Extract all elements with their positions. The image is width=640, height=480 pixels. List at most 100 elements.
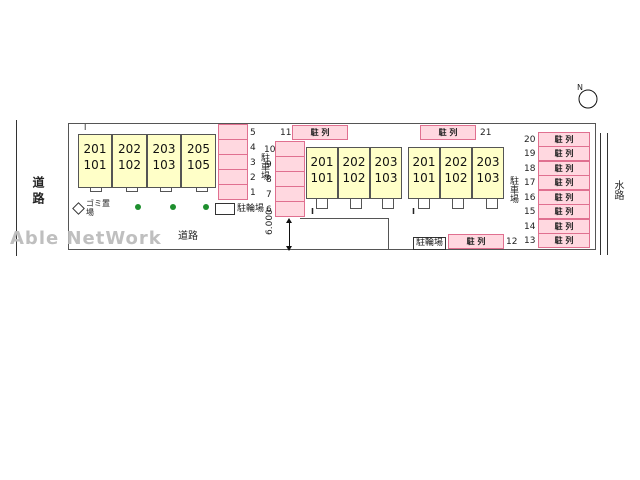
parking-number: 1: [250, 188, 256, 198]
door-tab: [160, 188, 172, 192]
unit-a-4-bottom: 105: [187, 158, 210, 173]
parking-space: [275, 171, 305, 187]
unit-b-3-top: 203: [374, 155, 398, 169]
parking-number: 6: [266, 205, 272, 215]
parking-number: 10: [264, 145, 276, 155]
parking-label-1: 駐車場: [259, 153, 269, 180]
unit-b-2-bottom: 102: [342, 171, 366, 186]
unit-c-1-bottom: 101: [412, 171, 436, 186]
parking-number: 3: [250, 158, 256, 168]
unit-c-3-bottom: 103: [476, 171, 500, 186]
parking-number: 18: [524, 164, 536, 174]
parking-number: 19: [524, 149, 536, 159]
parking-number: 2: [250, 173, 256, 183]
parking-number: 21: [480, 128, 492, 138]
road-label-bottom: 道路: [178, 231, 198, 242]
parking-number: 14: [524, 222, 536, 232]
building-a: 201 101 202 102 203 103 205 105: [78, 134, 216, 188]
parking-space: [275, 186, 305, 202]
unit-c-2-bottom: 102: [444, 171, 468, 186]
parking-number: 5: [250, 128, 256, 138]
parking-space: [218, 154, 248, 170]
door-tab: [350, 199, 362, 209]
bike-parking-box: [215, 203, 235, 215]
door-tab: [486, 199, 498, 209]
road-line-left: [16, 120, 17, 256]
parking-space-15: 駐 列: [538, 204, 590, 219]
parking-number: 13: [524, 236, 536, 246]
unit-a-3: 203 103: [147, 134, 181, 188]
parking-space: [218, 139, 248, 155]
bike-parking-label-left: 駐輪場: [237, 204, 265, 214]
parking-number: 15: [524, 207, 536, 217]
dimension-line: [289, 220, 290, 250]
entrance-marker: I: [412, 207, 415, 216]
unit-a-1-top: 201: [83, 142, 107, 156]
parking-space-12: 駐 列: [448, 234, 504, 249]
parking-label-2: 駐車場: [508, 176, 518, 203]
parking-space: [275, 156, 305, 172]
unit-b-2-top: 202: [342, 155, 366, 169]
parking-number: 16: [524, 193, 536, 203]
parking-col-2: [275, 141, 305, 218]
unit-a-3-bottom: 103: [152, 158, 176, 173]
parking-space-19: 駐 列: [538, 146, 590, 161]
door-tab: [126, 188, 138, 192]
entrance-marker: I: [84, 123, 87, 132]
bike-parking-label-right: 駐輪場: [413, 237, 447, 250]
door-tab: [418, 199, 430, 209]
unit-a-2: 202 102: [112, 134, 147, 188]
parking-space-20: 駐 列: [538, 132, 590, 147]
dimension-arrow-up-icon: [286, 218, 292, 223]
unit-a-1-bottom: 101: [83, 158, 107, 173]
parking-number: 12: [506, 237, 518, 247]
parking-number: 8: [266, 175, 272, 185]
door-tab: [316, 199, 328, 209]
north-arrow-icon: N: [576, 83, 600, 110]
unit-b-1-top: 201: [310, 155, 334, 169]
unit-c-1-top: 201: [412, 155, 436, 169]
dimension-arrow-down-icon: [286, 246, 292, 251]
unit-a-1: 201 101: [78, 134, 112, 188]
tree-icon: [135, 204, 141, 210]
unit-b-3-bottom: 103: [374, 171, 398, 186]
site-boundary: [68, 123, 596, 250]
parking-space: [275, 201, 305, 217]
parking-number: 17: [524, 178, 536, 188]
tree-icon: [170, 204, 176, 210]
building-b: 201 101 202 102 203 103: [306, 147, 402, 199]
road-label-left: 道路: [31, 176, 45, 208]
parking-space-11: 駐 列: [292, 125, 348, 140]
entrance-marker: I: [311, 207, 314, 216]
waterway-line-2: [607, 133, 608, 255]
trash-label: ゴミ置場: [86, 199, 110, 217]
unit-b-2: 202 102: [338, 147, 370, 199]
unit-b-3: 203 103: [370, 147, 402, 199]
waterway-label: 水路: [612, 180, 623, 200]
door-tab: [452, 199, 464, 209]
waterway-line-1: [600, 133, 601, 255]
door-tab: [90, 188, 102, 192]
parking-number: 7: [266, 190, 272, 200]
parking-space: [218, 169, 248, 185]
parking-number: 4: [250, 143, 256, 153]
building-c: 201 101 202 102 203 103: [408, 147, 504, 199]
door-tab: [382, 199, 394, 209]
parking-space-13: 駐 列: [538, 233, 590, 248]
unit-c-3: 203 103: [472, 147, 504, 199]
parking-space: [275, 141, 305, 157]
north-label: N: [577, 83, 583, 92]
door-tab: [196, 188, 208, 192]
tree-icon: [203, 204, 209, 210]
parking-space-18: 駐 列: [538, 161, 590, 176]
parking-space-21: 駐 列: [420, 125, 476, 140]
unit-a-4: 205 105: [181, 134, 216, 188]
unit-c-2: 202 102: [440, 147, 472, 199]
unit-b-1-bottom: 101: [310, 171, 334, 186]
inner-road-line: [300, 218, 388, 219]
unit-c-2-top: 202: [444, 155, 468, 169]
parking-space-14: 駐 列: [538, 219, 590, 234]
parking-space-16: 駐 列: [538, 190, 590, 205]
watermark: Able NetWork: [10, 228, 162, 249]
unit-a-2-bottom: 102: [118, 158, 141, 173]
